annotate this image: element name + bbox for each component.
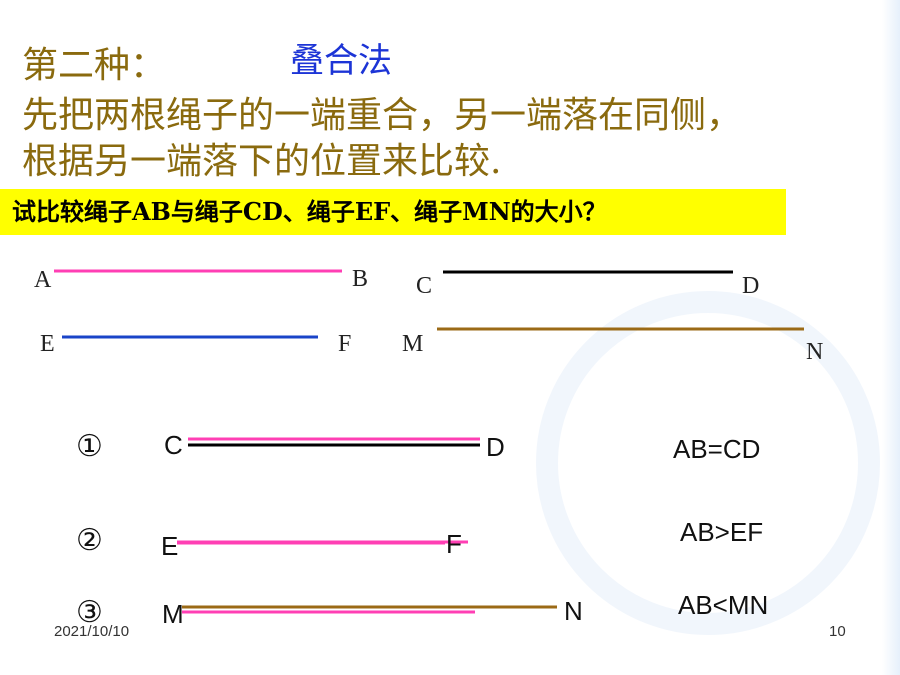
label-b: B bbox=[352, 266, 369, 292]
compare-2-number: ② bbox=[76, 523, 103, 558]
description-line-1: 先把两根绳子的一端重合，另一端落在同侧， bbox=[22, 95, 743, 136]
compare-1-start-label: C bbox=[164, 430, 183, 460]
compare-3-start-label: M bbox=[162, 599, 184, 629]
heading-prefix: 第二种： bbox=[22, 45, 167, 86]
compare-3-end-label: N bbox=[564, 596, 583, 626]
label-a: A bbox=[34, 267, 52, 293]
compare-2-end-label: F bbox=[446, 529, 462, 559]
description-line-2: 根据另一端落下的位置来比较. bbox=[22, 141, 502, 182]
compare-3-result: AB<MN bbox=[678, 590, 769, 620]
footer-date: 2021/10/10 bbox=[54, 623, 130, 640]
label-e: E bbox=[40, 331, 55, 357]
compare-1-number: ① bbox=[76, 429, 103, 464]
label-d: D bbox=[742, 273, 760, 299]
compare-3-number: ③ bbox=[76, 595, 103, 630]
label-f: F bbox=[338, 331, 352, 357]
label-n: N bbox=[806, 339, 824, 365]
compare-2-result: AB>EF bbox=[680, 517, 764, 547]
compare-1-end-label: D bbox=[486, 432, 505, 462]
footer-page-number: 10 bbox=[829, 623, 846, 640]
method-name: 叠合法 bbox=[290, 41, 392, 81]
label-c: C bbox=[416, 273, 433, 299]
background-band bbox=[882, 0, 900, 675]
compare-2-start-label: E bbox=[161, 531, 179, 561]
compare-1-result: AB=CD bbox=[673, 434, 761, 464]
question-text: 试比较绳子AB与绳子CD、绳子EF、绳子MN的大小？ bbox=[12, 197, 607, 226]
question-highlight bbox=[0, 189, 786, 235]
label-m: M bbox=[402, 331, 424, 357]
